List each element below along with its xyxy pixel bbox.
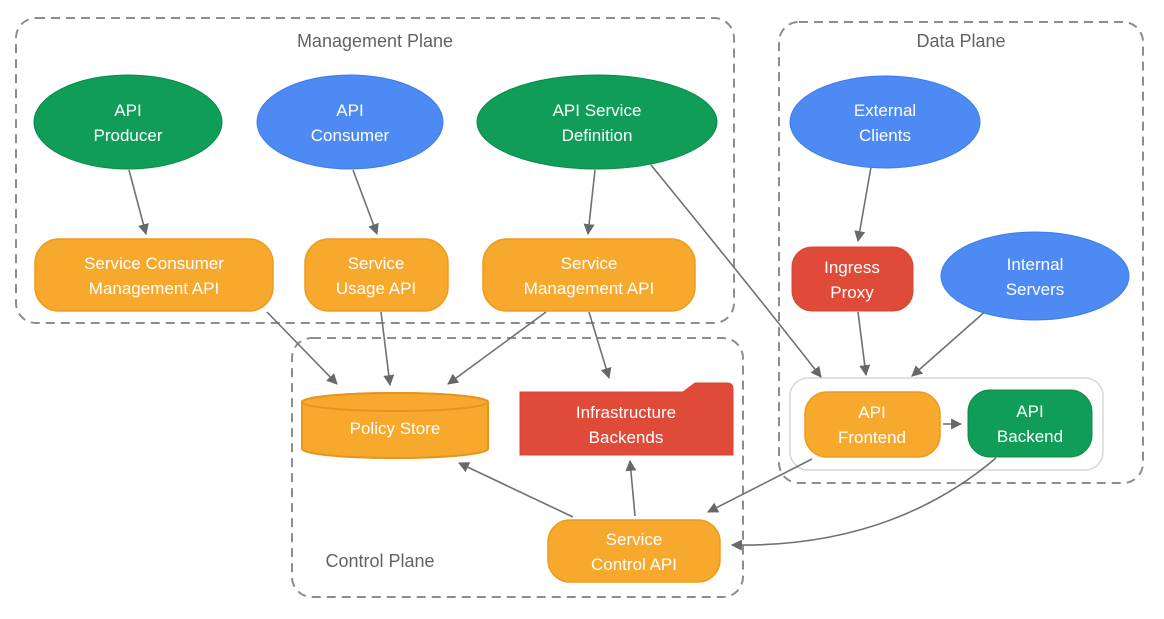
external-clients-label-line2: Clients [859,126,911,145]
edge-api-frontend-to-service-control-api [707,458,813,513]
node-api-service-definition: API Service Definition [476,74,718,170]
service-consumer-management-api-label-line1: Service Consumer [84,254,224,273]
api-service-definition-label-line1: API Service [553,101,642,120]
edge-external-clients-to-ingress-proxy [854,166,872,243]
edge-service-control-api-to-infrastructure-backends [625,459,637,517]
edge-api-service-definition-to-api-frontend [650,164,822,378]
management-plane-box [15,17,735,324]
service-control-api-label-line2: Control API [591,555,677,574]
service-consumer-management-api-label-line2: Management API [89,279,219,298]
infrastructure-backends-label-line1: Infrastructure [576,403,676,422]
control-plane-title: Control Plane [325,551,434,571]
api-backend-label-line2: Backend [997,427,1063,446]
node-api-frontend: API Frontend [804,391,941,458]
node-api-producer: API Producer [33,74,223,170]
service-management-api-label-line1: Service [561,254,618,273]
edge-api-producer-to-service-consumer-management-api [128,169,149,236]
node-service-management-api: Service Management API [482,238,696,312]
data-plane-box [778,21,1144,484]
edge-service-control-api-to-policy-store [458,462,574,518]
api-consumer-label-line1: API [336,101,363,120]
edge-service-usage-api-to-policy-store [380,311,395,387]
api-producer-label-line1: API [114,101,141,120]
edge-ingress-proxy-to-api-frontend [857,311,871,377]
external-clients-label-line1: External [854,101,916,120]
api-frontend-label-line1: API [858,403,885,422]
api-consumer-label-line2: Consumer [311,126,390,145]
api-frontend-label-line2: Frontend [838,428,906,447]
api-backend-label-line1: API [1016,402,1043,421]
edge-service-management-api-to-policy-store [447,311,547,385]
edge-api-consumer-to-service-usage-api [352,169,379,236]
edge-api-service-definition-to-service-management-api [583,169,596,236]
service-usage-api-label-line2: Usage API [336,279,416,298]
internal-servers-label-line2: Servers [1006,280,1065,299]
edges-group [128,164,997,551]
internal-servers-label-line1: Internal [1007,255,1064,274]
edge-service-management-api-to-infrastructure-backends [588,311,612,380]
node-api-backend: API Backend [967,389,1093,458]
node-infrastructure-backends: Infrastructure Backends [519,382,734,456]
node-external-clients: External Clients [789,75,981,169]
node-service-control-api: Service Control API [547,519,721,583]
node-service-usage-api: Service Usage API [304,238,449,312]
service-usage-api-label-line1: Service [348,254,405,273]
node-policy-store: Policy Store [301,392,489,459]
edge-service-consumer-management-api-to-policy-store [266,311,338,385]
ingress-proxy-label-line2: Proxy [830,283,874,302]
ingress-proxy-label-line1: Ingress [824,258,880,277]
node-ingress-proxy: Ingress Proxy [791,246,914,312]
service-control-api-label-line1: Service [606,530,663,549]
data-plane-title: Data Plane [916,31,1005,51]
node-internal-servers: Internal Servers [940,231,1130,321]
api-service-definition-label-line2: Definition [562,126,633,145]
policy-store-label: Policy Store [350,419,441,438]
node-api-consumer: API Consumer [256,74,444,170]
edge-api-backend-to-service-control-api [730,457,997,551]
edge-internal-servers-to-api-frontend [911,308,989,377]
node-service-consumer-management-api: Service Consumer Management API [34,238,274,312]
api-producer-label-line2: Producer [94,126,163,145]
infrastructure-backends-label-line2: Backends [589,428,664,447]
management-plane-title: Management Plane [297,31,453,51]
service-management-api-label-line2: Management API [524,279,654,298]
